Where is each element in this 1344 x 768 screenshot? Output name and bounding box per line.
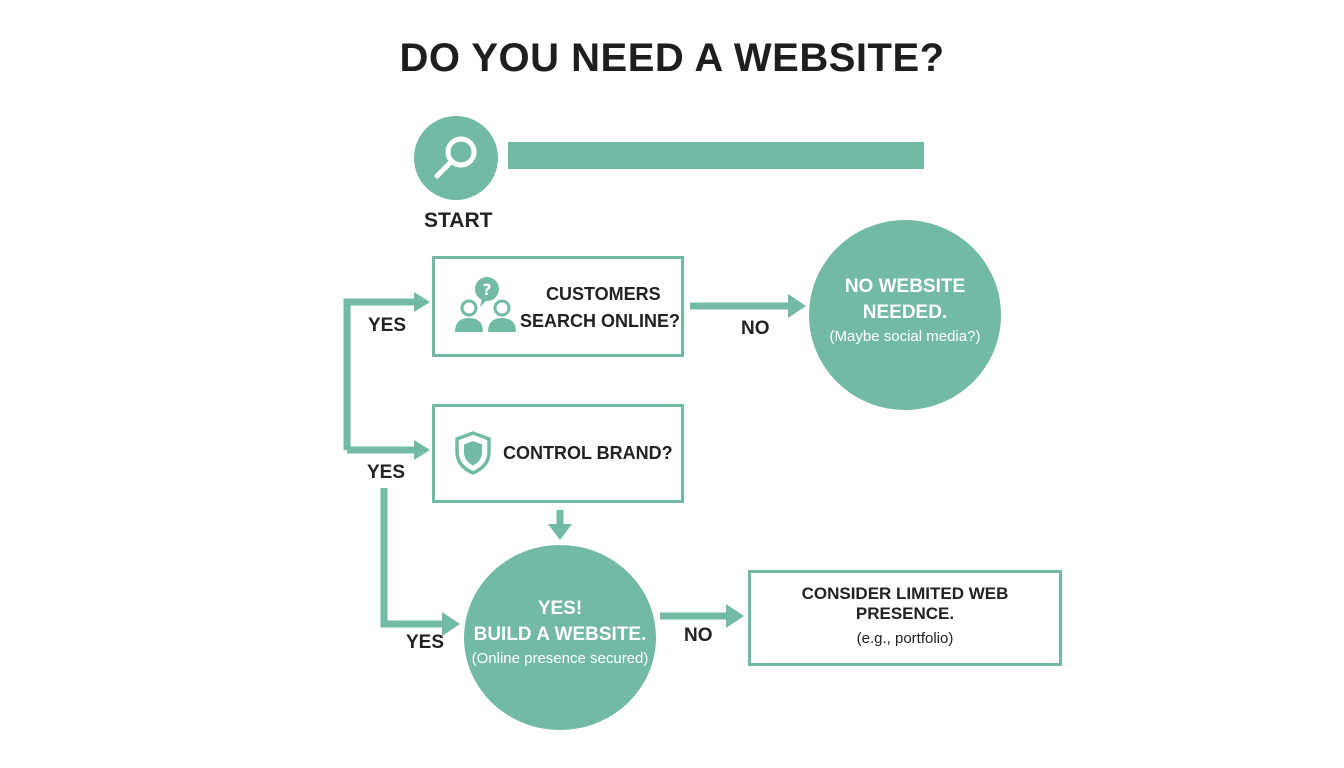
yes-arrow-1	[414, 292, 430, 312]
yes-arrow-2	[414, 440, 430, 460]
down-arrow	[548, 524, 572, 540]
edge-label-no-2: NO	[684, 625, 713, 646]
no-website-note: (Maybe social media?)	[829, 328, 981, 345]
page-title: DO YOU NEED A WEBSITE?	[399, 36, 945, 80]
start-circle	[414, 116, 498, 200]
limited-line-1: CONSIDER LIMITED WEB PRESENCE.	[801, 583, 1009, 623]
no-arrow-1	[788, 294, 806, 318]
no-website-node: NO WEBSITE NEEDED. (Maybe social media?)	[809, 220, 1001, 410]
customers-line-2: SEARCH ONLINE?	[520, 311, 681, 331]
customers-line-1: CUSTOMERS	[546, 284, 661, 304]
no-website-line-1: NO WEBSITE	[844, 276, 966, 297]
yes-line-1	[343, 298, 416, 450]
build-note: (Online presence secured)	[471, 649, 649, 667]
start-label: START	[424, 209, 493, 232]
edge-label-yes-2: YES	[367, 462, 406, 483]
build-line-2: BUILD A WEBSITE.	[473, 623, 647, 645]
customers-node	[432, 256, 684, 357]
edge-label-no-1: NO	[741, 318, 770, 339]
people-question-icon: ?	[455, 277, 516, 332]
shield-icon	[455, 431, 491, 475]
start-bar	[508, 142, 924, 169]
limited-line-2: (e.g., portfolio)	[856, 629, 954, 647]
no-website-line-2: NEEDED.	[862, 302, 948, 323]
limited-presence-node: CONSIDER LIMITED WEB PRESENCE. (e.g., po…	[748, 570, 1062, 666]
build-line-1: YES!	[537, 597, 583, 619]
svg-text:?: ?	[482, 280, 491, 299]
edge-label-yes-1: YES	[368, 315, 407, 336]
build-website-node: YES! BUILD A WEBSITE. (Online presence s…	[464, 545, 656, 730]
brand-text: CONTROL BRAND?	[503, 443, 673, 463]
yes-arrow-3	[442, 612, 460, 636]
no-arrow-2	[726, 604, 744, 628]
magnifier-icon	[434, 136, 477, 179]
edge-label-yes-3: YES	[406, 632, 445, 653]
yes-line-3	[380, 488, 445, 628]
